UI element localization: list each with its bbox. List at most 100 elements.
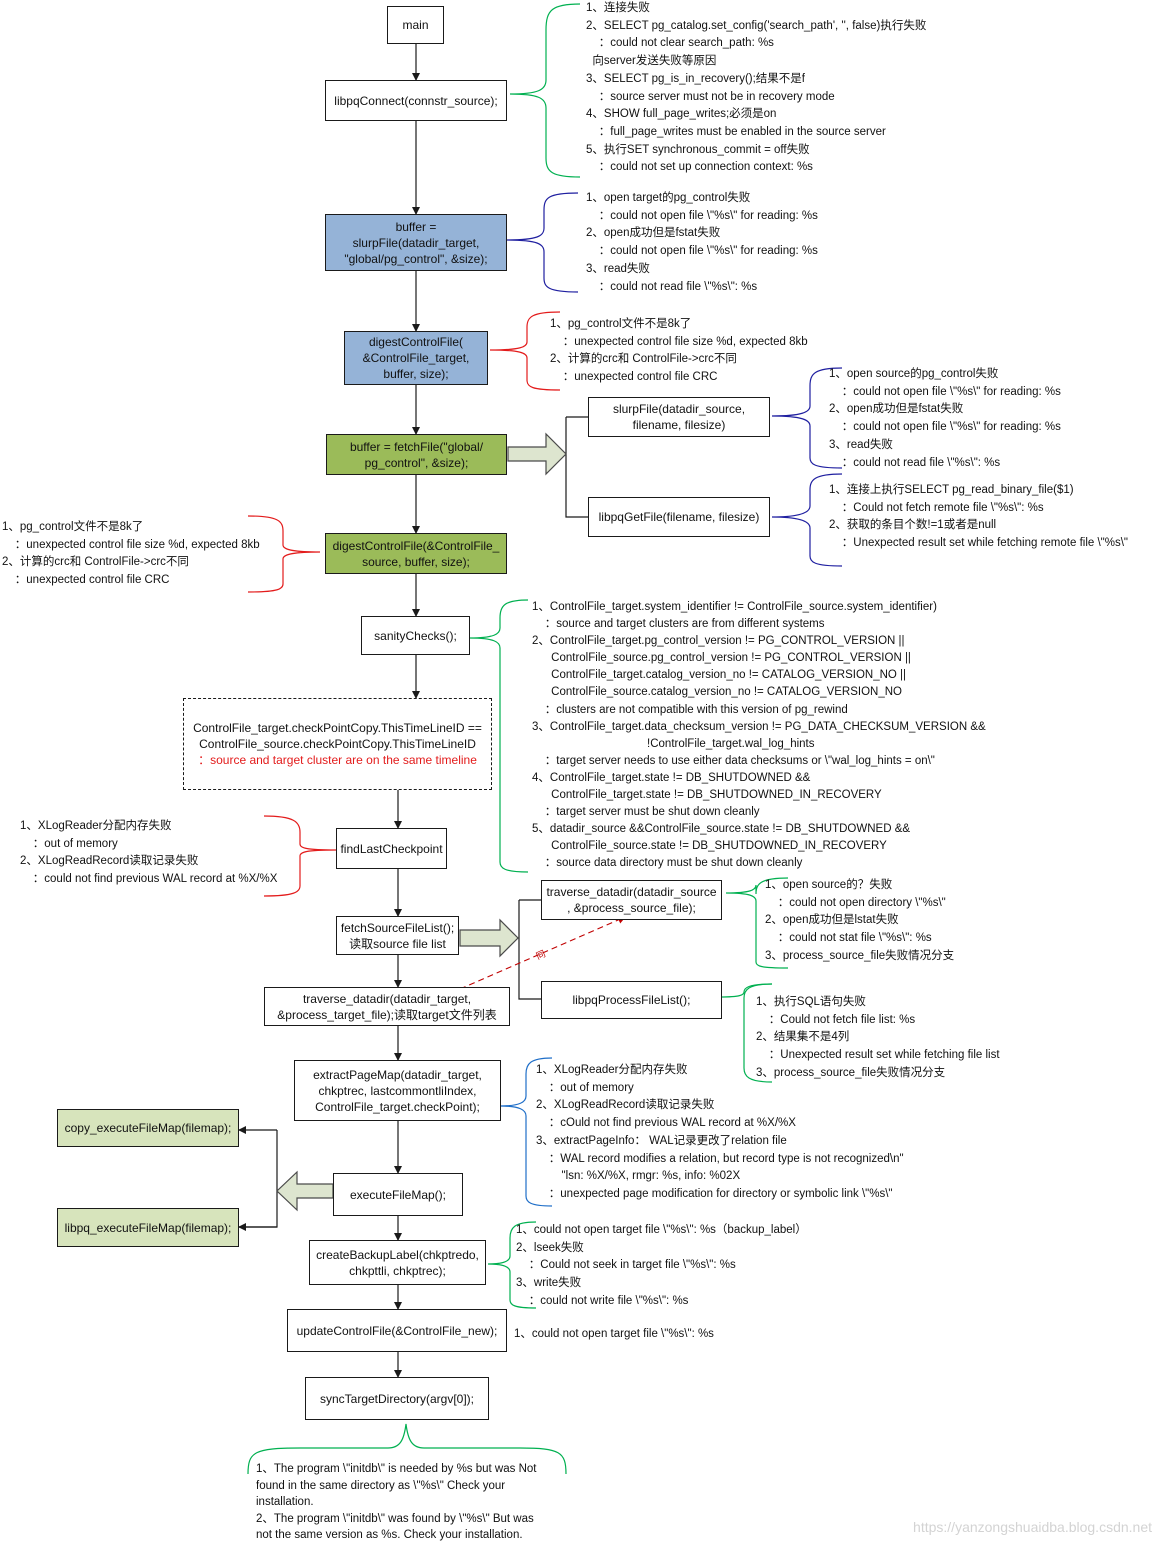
note-line: ：target server must be shut down cleanly	[532, 806, 760, 819]
note-line: 2、获取的条目个数!=1或者是null	[829, 519, 997, 532]
libpq-execute-filemap-box: libpq_executeFileMap(filemap);	[57, 1208, 239, 1247]
note-line: 3、process_source_file失败情况分支	[765, 949, 955, 962]
note-line: ：could not open file \"%s\" for reading:…	[586, 245, 818, 258]
block-arrows	[276, 432, 567, 1212]
note-line: ：could not stat file \"%s\": %s	[765, 932, 932, 945]
note-line: 1、could not open target file \"%s\": %s（…	[516, 1224, 807, 1236]
note-line: 2、结果集不是4列	[756, 1031, 850, 1044]
note-line: 5、执行SET synchronous_commit = off失败	[586, 143, 810, 156]
digest-target-errors: 1、pg_control文件不是8k了 ：unexpected control …	[550, 316, 808, 387]
backup-label-errors: 1、could not open target file \"%s\": %s（…	[516, 1222, 807, 1311]
copy-execute-filemap-box: copy_executeFileMap(filemap);	[57, 1109, 239, 1147]
note-line: 1、could not open target file \"%s\": %s	[514, 1328, 714, 1340]
flow-arrows	[238, 44, 588, 1378]
note-line: ：clusters are not compatible with this v…	[532, 703, 848, 716]
note-line: ControlFile_source.pg_control_version !=…	[532, 652, 911, 665]
note-line: not the same version as %s. Check your i…	[256, 1529, 523, 1542]
note-line: ：source server must not be in recovery m…	[586, 90, 835, 103]
main-box: main	[387, 6, 444, 44]
find-checkpoint-errors: 1、XLogReader分配内存失败 ：out of memory 2、XLog…	[20, 818, 277, 889]
note-line: ：unexpected control file CRC	[2, 574, 170, 587]
fetch-file-box: buffer = fetchFile("global/ pg_control",…	[326, 434, 507, 475]
note-line: ControlFile_target.state != DB_SHUTDOWNE…	[532, 789, 882, 802]
libpq-getfile-errors: 1、连接上执行SELECT pg_read_binary_file($1) ：C…	[829, 482, 1128, 553]
note-line: ：source data directory must be shut down…	[532, 857, 803, 870]
note-line: 2、open成功但是lstat失败	[765, 914, 899, 927]
digest-target-box: digestControlFile( &ControlFile_target, …	[344, 331, 488, 385]
same-dashed-arrow	[459, 916, 626, 990]
slurp-target-errors: 1、open target的pg_control失败 ：could not op…	[586, 190, 818, 296]
digest-source-box: digestControlFile(&ControlFile_ source, …	[325, 533, 507, 574]
note-line: ：could not write file \"%s\": %s	[516, 1294, 689, 1307]
note-line: 2、ControlFile_target.pg_control_version …	[532, 635, 905, 648]
note-line: ：could not set up connection context: %s	[586, 161, 813, 174]
note-line: ：cOuld not find previous WAL record at %…	[536, 1117, 796, 1130]
traverse-source-errors: 1、open source的？失败 ：could not open direct…	[765, 877, 954, 966]
note-line: 向server发送失败等原因	[586, 55, 717, 68]
libpq-process-errors: 1、执行SQL语句失败 ：Could not fetch file list: …	[756, 994, 1000, 1083]
note-line: 3、read失败	[829, 438, 893, 451]
note-line: 2、XLogReadRecord读取记录失败	[20, 855, 199, 868]
note-line: 3、SELECT pg_is_in_recovery();结果不是f	[586, 72, 805, 85]
note-line: ：out of memory	[536, 1081, 634, 1094]
update-control-errors: 1、could not open target file \"%s\": %s	[514, 1326, 714, 1344]
note-line: 3、ControlFile_target.data_checksum_versi…	[532, 720, 986, 733]
find-last-checkpoint-box: findLastCheckpoint	[336, 828, 447, 869]
note-line: 1、执行SQL语句失败	[756, 996, 866, 1008]
note-line: 2、open成功但是fstat失败	[586, 227, 721, 240]
sanity-checks-box: sanityChecks();	[361, 616, 470, 655]
note-line: ：could not open file \"%s\" for reading:…	[586, 209, 818, 222]
note-line: 4、ControlFile_target.state != DB_SHUTDOW…	[532, 771, 811, 784]
note-line: ：target server needs to use either data …	[532, 754, 935, 767]
timeline-condition-line2: ControlFile_source.checkPointCopy.ThisTi…	[199, 737, 476, 751]
note-line: 2、计算的crc和 ControlFile->crc不同	[2, 556, 189, 569]
note-line: ControlFile_source.catalog_version_no !=…	[532, 686, 902, 699]
libpq-process-filelist-box: libpqProcessFileList();	[541, 981, 722, 1019]
timeline-error-message: ：source and target cluster are on the sa…	[198, 753, 477, 767]
note-line: ：Could not seek in target file \"%s\": %…	[516, 1259, 736, 1272]
note-line: 1、open source的pg_control失败	[829, 368, 999, 380]
note-line: 2、SELECT pg_catalog.set_config('search_p…	[586, 19, 927, 32]
note-line: 1、pg_control文件不是8k了	[550, 318, 692, 330]
note-line: 2、计算的crc和 ControlFile->crc不同	[550, 353, 737, 366]
note-line: 3、write失败	[516, 1277, 582, 1290]
timeline-condition-line1: ControlFile_target.checkPointCopy.ThisTi…	[193, 721, 482, 735]
fetch-source-filelist-box: fetchSourceFileList(); 读取source file lis…	[336, 916, 459, 955]
note-line: ：source and target clusters are from dif…	[532, 618, 825, 631]
slurp-target-box: buffer = slurpFile(datadir_target, "glob…	[325, 214, 507, 271]
note-line: ：WAL record modifies a relation, but rec…	[536, 1152, 904, 1165]
note-line: 1、连接失败	[586, 2, 650, 14]
note-line: 1、ControlFile_target.system_identifier !…	[532, 601, 937, 613]
note-line: ：could not read file \"%s\": %s	[829, 456, 1001, 469]
note-line: 4、SHOW full_page_writes;必须是on	[586, 108, 777, 121]
note-line: 1、XLogReader分配内存失败	[20, 820, 172, 832]
note-line: 1、连接上执行SELECT pg_read_binary_file($1)	[829, 484, 1074, 496]
note-line: ：Could not fetch file list: %s	[756, 1013, 916, 1026]
note-line: ：out of memory	[20, 837, 118, 850]
note-line: ：unexpected control file CRC	[550, 371, 718, 384]
traverse-target-box: traverse_datadir(datadir_target, &proces…	[264, 987, 510, 1026]
connect-errors: 1、连接失败 2、SELECT pg_catalog.set_config('s…	[586, 0, 926, 177]
note-line: found in the same directory as \"%s\" Ch…	[256, 1479, 506, 1492]
note-line: ：could not open file \"%s\" for reading:…	[829, 385, 1061, 398]
create-backup-label-box: createBackupLabel(chkptredo, chkpttli, c…	[309, 1240, 486, 1285]
watermark: https://yanzongshuaidba.blog.csdn.net	[913, 1519, 1152, 1535]
note-line: ：could not find previous WAL record at %…	[20, 873, 278, 886]
execute-filemap-box: executeFileMap();	[333, 1173, 463, 1216]
note-line: ：could not open file \"%s\" for reading:…	[829, 421, 1061, 434]
note-line: ：unexpected control file size %d, expect…	[2, 538, 260, 551]
note-line: ：could not read file \"%s\": %s	[586, 280, 758, 293]
note-line: ControlFile_source.state != DB_SHUTDOWNE…	[532, 840, 887, 853]
note-line: 1、open target的pg_control失败	[586, 192, 751, 204]
note-line: installation.	[256, 1496, 314, 1509]
same-timeline-check-box: ControlFile_target.checkPointCopy.ThisTi…	[183, 698, 492, 790]
traverse-source-box: traverse_datadir(datadir_source , &proce…	[541, 880, 722, 920]
note-line: ：could not clear search_path: %s	[586, 37, 774, 50]
sync-target-directory-box: syncTargetDirectory(argv[0]);	[305, 1377, 489, 1420]
note-line: "lsn: %X/%X, rmgr: %s, info: %02X	[536, 1170, 741, 1183]
sanity-check-errors: 1、ControlFile_target.system_identifier !…	[532, 599, 986, 873]
note-line: !ControlFile_target.wal_log_hints	[532, 737, 815, 750]
libpq-connect-box: libpqConnect(connstr_source);	[325, 80, 507, 121]
note-line: 5、datadir_source &&ControlFile_source.st…	[532, 823, 911, 836]
slurp-source-errors: 1、open source的pg_control失败 ：could not op…	[829, 366, 1061, 472]
